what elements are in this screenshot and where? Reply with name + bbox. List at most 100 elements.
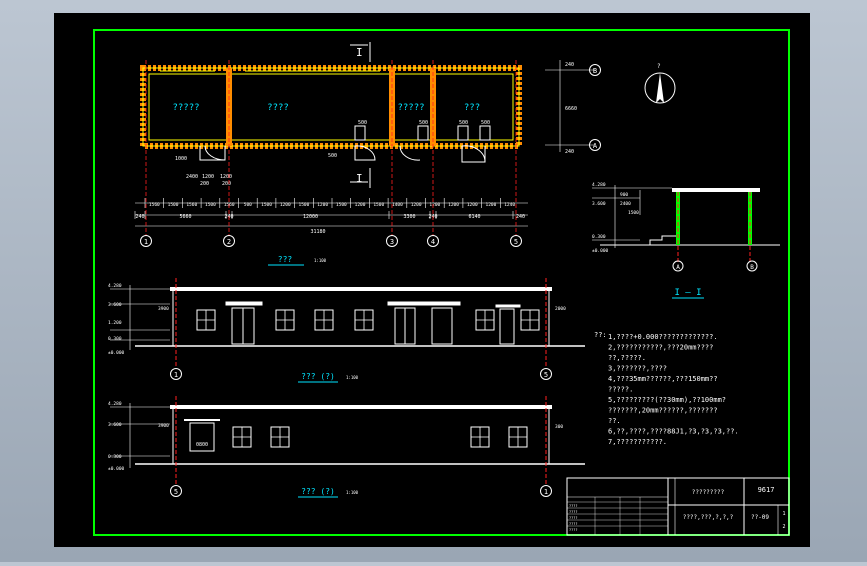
room-label-4: ??? xyxy=(464,103,480,113)
north-arrow: ? xyxy=(644,63,676,104)
back-elev-title: ??? (?) xyxy=(301,487,335,496)
room-label-3: ????? xyxy=(397,103,424,113)
svg-text:500: 500 xyxy=(459,120,468,126)
svg-text:2400: 2400 xyxy=(186,174,198,180)
front-axis-5: 5 xyxy=(544,371,548,379)
front-elevation[interactable]: 4.280 3.600 1.200 0.300 ±0.000 3900 2000… xyxy=(108,278,585,383)
section-I-I[interactable]: 4.280 3.600 0.300 ±0.000 900 2400 1500 A… xyxy=(592,182,780,299)
back-side-dims: 3900 300 xyxy=(158,423,563,430)
plan-dim-1-18: 1200 xyxy=(486,202,497,208)
axis-label-A: A xyxy=(593,142,598,150)
section-mark-label-top: I xyxy=(356,46,363,59)
notes-lines: 1,????+0.000?????????????.2,???????????,… xyxy=(608,333,739,446)
svg-text:1.200: 1.200 xyxy=(108,320,122,326)
note-line-7: ???????,20mm??????,??????? xyxy=(608,407,718,415)
plan-dim-2-4: 3300 xyxy=(403,214,415,220)
plan-dim-1-8: 1500 xyxy=(299,202,310,208)
room-label-2: ???? xyxy=(267,103,289,113)
plan-dim-1-17: 1200 xyxy=(467,202,478,208)
section-mark-label-bottom: I xyxy=(356,172,363,185)
front-levels: 4.280 3.600 1.200 0.300 ±0.000 xyxy=(108,283,125,356)
section-steps xyxy=(649,235,676,245)
svg-text:1200: 1200 xyxy=(220,174,232,180)
svg-text:3.600: 3.600 xyxy=(108,422,122,428)
svg-text:3.600: 3.600 xyxy=(108,302,122,308)
plan-misc-dims: 2400 1200 1200 200 200 xyxy=(186,174,232,187)
plan-dim-1-7: 1200 xyxy=(280,202,291,208)
note-line-4: 4,???35mm??????,???150mm?? xyxy=(608,375,718,383)
plan-axis-3: 3 xyxy=(390,238,394,246)
back-elevation[interactable]: 0800 4.280 3.600 0.300 ±0.000 3900 300 5… xyxy=(108,396,585,498)
plan-axis-5: 5 xyxy=(514,238,518,246)
svg-text:0.300: 0.300 xyxy=(592,234,606,240)
note-line-8: ??. xyxy=(608,417,621,425)
plan-dim-1-1: 1500 xyxy=(168,202,179,208)
svg-text:200: 200 xyxy=(222,181,231,187)
plan-dim-2-3: 12000 xyxy=(303,214,318,220)
title-block[interactable]: ???? ???? ???? ???? ???? ????????? 9617 … xyxy=(566,477,790,536)
plan-dim-1-11: 1200 xyxy=(355,202,366,208)
plan-dim-2-0: 240 xyxy=(135,214,144,220)
svg-text:500: 500 xyxy=(481,120,490,126)
section-axis-A: A xyxy=(676,264,680,271)
front-elev-title: ??? (?) xyxy=(301,372,335,381)
axis-bubble-A xyxy=(589,139,601,151)
svg-text:0.300: 0.300 xyxy=(108,454,122,460)
plan-dim-1-15: 1200 xyxy=(429,202,440,208)
svg-text:±0.000: ±0.000 xyxy=(592,248,609,254)
svg-text:????: ???? xyxy=(569,522,577,526)
section-title: I — I xyxy=(674,288,701,298)
title-block-project: ????????? xyxy=(692,489,725,496)
plan-dim-1-3: 1500 xyxy=(205,202,216,208)
svg-text:4.280: 4.280 xyxy=(108,283,122,289)
plan-dim-1-6: 1500 xyxy=(261,202,272,208)
note-line-6: 5,?????????(??30mm),??100mm? xyxy=(608,396,726,404)
title-block-small-rows: ???? ???? ???? ???? ???? xyxy=(569,504,577,532)
svg-text:±0.000: ±0.000 xyxy=(108,466,125,472)
front-elev-scale: 1:100 xyxy=(346,375,359,380)
svg-text:0.300: 0.300 xyxy=(108,336,122,342)
back-elev-scale: 1:100 xyxy=(346,490,359,495)
svg-text:4.280: 4.280 xyxy=(592,182,606,188)
plan-dim-1-16: 1200 xyxy=(448,202,459,208)
svg-text:????: ???? xyxy=(569,504,577,508)
section-axis-B: B xyxy=(750,264,754,271)
plan-dim-total: 31180 xyxy=(310,229,325,235)
svg-text:300: 300 xyxy=(555,424,563,430)
note-line-5: ?????. xyxy=(608,386,633,394)
partition-2 xyxy=(226,68,232,146)
note-line-10: 7,???????????. xyxy=(608,438,667,446)
plan-right-dim-3: 240 xyxy=(565,149,574,155)
back-levels: 4.280 3.600 0.300 ±0.000 xyxy=(108,401,125,472)
plan-dim-1-0: 1560 xyxy=(149,202,160,208)
plan-dim-1-13: 1400 xyxy=(392,202,403,208)
plan-door-labels: 500 500 500 500 500 1000 xyxy=(175,120,490,162)
title-block-drawing: ????,???,?,?,? xyxy=(683,514,734,521)
title-block-num1: 1 xyxy=(782,511,785,517)
plan-windows-top xyxy=(160,67,510,72)
svg-text:±0.000: ±0.000 xyxy=(108,350,125,356)
back-roof xyxy=(170,405,552,409)
notes: ??: 1,????+0.000?????????????.2,????????… xyxy=(594,331,739,446)
sheet-border xyxy=(93,29,790,536)
back-door-tag: 0800 xyxy=(196,442,208,448)
axis-bubble-B xyxy=(589,64,601,76)
front-doors xyxy=(225,301,521,345)
room-label-1: ????? xyxy=(172,103,199,113)
plan-inner-wall xyxy=(148,73,514,141)
back-axis-1: 1 xyxy=(544,488,548,496)
svg-text:3.600: 3.600 xyxy=(592,201,606,207)
svg-text:????: ???? xyxy=(569,510,577,514)
svg-text:1000: 1000 xyxy=(175,156,187,162)
floor-plan[interactable]: ????? ???? ????? ??? 500 500 500 500 500… xyxy=(134,42,601,266)
svg-text:????: ???? xyxy=(569,516,577,520)
plan-dim-1-10: 1500 xyxy=(336,202,347,208)
front-side-dims: 3900 2000 xyxy=(158,306,566,312)
svg-text:????: ???? xyxy=(569,528,577,532)
plan-right-dim-2: 6660 xyxy=(565,106,577,112)
plan-axis-4: 4 xyxy=(431,238,435,246)
svg-text:500: 500 xyxy=(328,153,337,159)
plan-right-dim-line xyxy=(545,60,595,152)
